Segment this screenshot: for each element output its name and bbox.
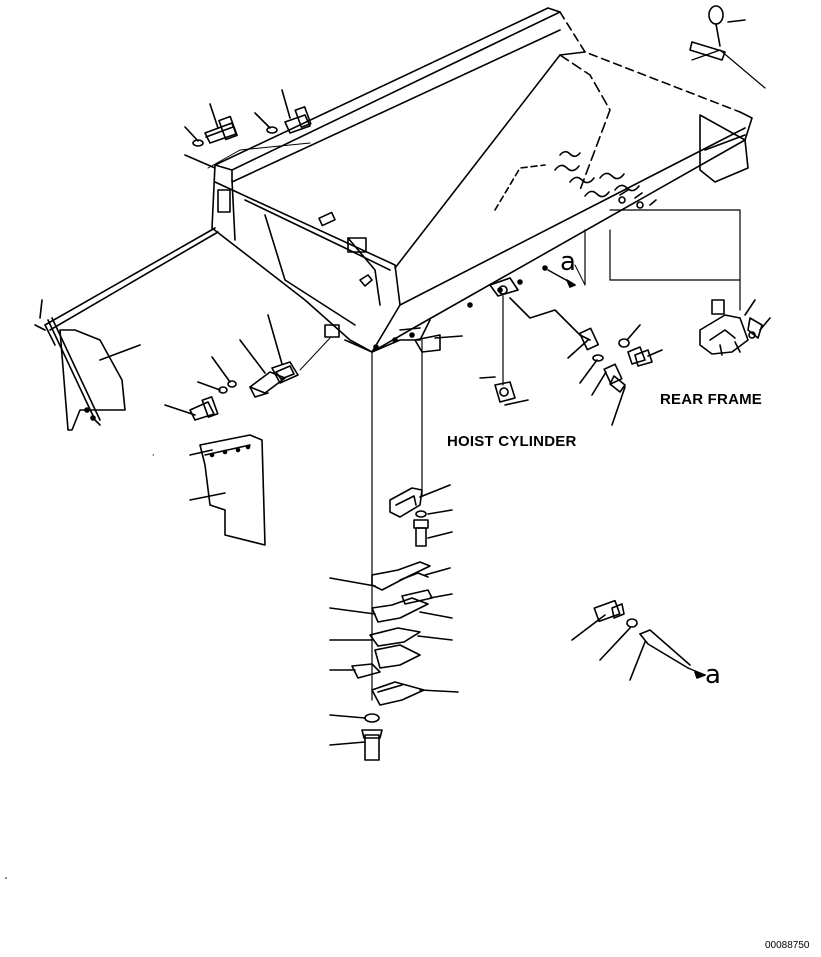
- lower-pin-set: [594, 601, 690, 668]
- leader-line: [190, 450, 212, 455]
- leader-line: [210, 104, 218, 128]
- leader-line: [300, 338, 330, 370]
- leader-line: [430, 594, 452, 598]
- rear-frame-pin: [700, 300, 762, 355]
- drawing-number: 00088750: [765, 940, 810, 951]
- leader-line: [692, 50, 765, 88]
- leader-line: [420, 485, 450, 497]
- top-pin: [690, 6, 725, 60]
- view-marker-top: a: [560, 247, 576, 277]
- leader-line: [100, 345, 140, 360]
- leader-line: [572, 615, 605, 640]
- leader-line: [255, 113, 270, 128]
- leader-line: [330, 715, 365, 718]
- dump-body: [212, 8, 752, 352]
- rear-frame-label: REAR FRAME: [660, 391, 762, 408]
- view-marker-bottom: a: [705, 660, 721, 690]
- mud-flap-left: [40, 300, 125, 430]
- leader-line: [282, 90, 290, 118]
- leader-line: [185, 127, 198, 141]
- leader-line: [268, 315, 282, 364]
- bolt-set-top: [193, 107, 311, 146]
- stay-rod: [45, 228, 218, 330]
- body-corner-bracket: [415, 335, 440, 352]
- leader-line: [208, 143, 310, 168]
- leader-line: [627, 325, 640, 340]
- leader-line: [428, 510, 452, 514]
- leader-line: [745, 300, 755, 315]
- leader-line: [600, 628, 630, 660]
- leader-line: [760, 318, 770, 330]
- bolt-set-right: [580, 328, 652, 392]
- leader-line: [198, 382, 220, 390]
- leader-line: [612, 387, 625, 425]
- view-arrow-head: [695, 672, 705, 678]
- view-arrow-head: [567, 280, 575, 287]
- leader-line: [728, 20, 745, 22]
- leader-line: [240, 340, 265, 373]
- leader-line: [428, 532, 452, 538]
- hoist-cylinder-label: HOIST CYLINDER: [447, 433, 577, 450]
- leader-line: [165, 405, 195, 415]
- mud-flap-rubber: [200, 435, 265, 545]
- leader-line: [630, 642, 645, 680]
- leader-line: [418, 636, 452, 640]
- leader-line: [190, 493, 225, 500]
- hoist-cylinder-pin: [480, 278, 590, 405]
- leader-line: [575, 265, 585, 285]
- leader-line: [580, 360, 597, 383]
- leader-line: [648, 350, 662, 356]
- leader-line: [435, 336, 462, 338]
- bolt-set-left: [190, 362, 298, 420]
- center-line: [610, 210, 740, 280]
- svg-text:,: ,: [152, 448, 155, 457]
- leader-line: [330, 742, 365, 745]
- stray-mark: [5, 877, 7, 879]
- pad-stack: [352, 488, 432, 760]
- leader-line: [568, 340, 588, 358]
- leader-line: [425, 568, 450, 575]
- leader-line: [420, 612, 452, 618]
- leader-line: [330, 578, 375, 586]
- leader-line: [212, 357, 230, 382]
- leader-line: [592, 372, 606, 395]
- leader-line: [35, 325, 45, 330]
- leader-line: [185, 155, 215, 168]
- leader-line: [420, 690, 458, 692]
- leader-line: [330, 608, 375, 614]
